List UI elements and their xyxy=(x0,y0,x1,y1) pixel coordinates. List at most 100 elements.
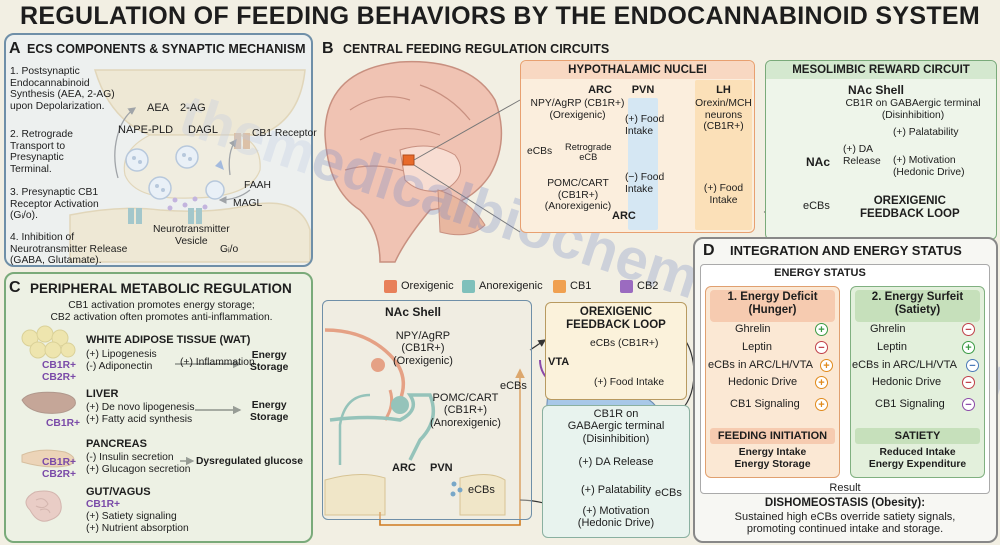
surfeit-sign-ecbs: − xyxy=(966,359,979,372)
wat-effects: (+) Lipogenesis (-) Adiponectin xyxy=(86,349,157,372)
panel-b-title: CENTRAL FEEDING REGULATION CIRCUITS xyxy=(343,42,610,56)
deficit-sign-cb1: + xyxy=(815,398,828,411)
panel-a-step-3: 3. Presynaptic CB1 Receptor Activation (… xyxy=(10,187,99,222)
main-title: REGULATION OF FEEDING BEHAVIORS BY THE E… xyxy=(19,2,981,30)
hyp-minus-food: (−) Food Intake xyxy=(625,172,665,195)
meso-motivation: (+) Motivation (Hedonic Drive) xyxy=(893,155,965,178)
panel-a-title: ECS COMPONENTS & SYNAPTIC MECHANISM xyxy=(27,42,306,56)
detail-pomc: POMC/CART (CB1R+) (Anorexigenic) xyxy=(430,392,501,429)
panel-a-letter: A xyxy=(9,40,21,57)
deficit-outcome-bar xyxy=(710,428,835,444)
deficit-sign-leptin: − xyxy=(815,341,828,354)
gut-effects: (+) Satiety signaling (+) Nutrient absor… xyxy=(86,511,189,534)
lh-column xyxy=(695,80,752,230)
panel-a xyxy=(4,33,313,267)
meso-palatability: (+) Palatability xyxy=(893,127,959,138)
vta-detail-box xyxy=(542,405,690,538)
deficit-header xyxy=(710,290,835,322)
detail-cb1r: CB1R on GABAergic terminal (Disinhibitio… xyxy=(567,408,665,445)
detail-pvn: PVN xyxy=(430,462,453,474)
legend-anorexigenic: Anorexigenic xyxy=(479,280,543,292)
wat-title: WHITE ADIPOSE TISSUE (WAT) xyxy=(86,334,251,346)
legend-swatch-cb2 xyxy=(620,280,633,293)
panel-c-letter: C xyxy=(9,279,21,296)
detail-loop-ecbs: eCBs (CB1R+) xyxy=(590,338,659,349)
label-2ag: 2-AG xyxy=(180,102,206,114)
meso-nac-shell: NAc Shell xyxy=(848,83,905,97)
hypothalamic-title: HYPOTHALAMIC NUCLEI xyxy=(568,64,707,76)
pancreas-outcome: Dysregulated glucose xyxy=(196,456,304,467)
detail-nac-shell: NAc Shell xyxy=(385,305,442,319)
surfeit-row-hedonic: Hedonic Drive xyxy=(872,376,942,388)
hyp-lh-food: (+) Food Intake xyxy=(703,183,744,206)
pancreas-title: PANCREAS xyxy=(86,438,147,450)
result-label: Result xyxy=(829,482,861,494)
legend-swatch-orexigenic xyxy=(384,280,397,293)
nac-shell-detail-box xyxy=(322,300,532,520)
hyp-col-pvn: PVN xyxy=(631,84,655,96)
brain-illustration xyxy=(324,60,521,263)
wat-outcome: Energy Storage xyxy=(250,350,289,373)
detail-motivation: (+) Motivation (Hedonic Drive) xyxy=(577,505,655,530)
meso-nac: NAc xyxy=(806,155,831,169)
hyp-col-arc: ARC xyxy=(588,84,612,96)
meso-da-release: (+) DA Release xyxy=(843,144,881,167)
hyp-npy-label: NPY/AgRP (CB1R+) (Orexigenic) xyxy=(530,98,625,121)
panel-a-step-4: 4. Inhibition of Neurotransmitter Releas… xyxy=(10,232,128,267)
deficit-row-leptin: Leptin xyxy=(742,341,772,353)
wat-inflammation: (+) Inflammation xyxy=(180,357,255,368)
detail-npy: NPY/AgRP (CB1R+) (Orexigenic) xyxy=(393,330,453,367)
hyp-ecbs: eCBs xyxy=(527,146,553,157)
deficit-title: 1. Energy Deficit (Hunger) xyxy=(727,291,818,316)
deficit-row-hedonic: Hedonic Drive xyxy=(728,376,798,388)
hyp-retrograde: Retrograde eCB xyxy=(565,142,612,163)
panel-a-step-1: 1. Postsynaptic Endocannabinoid Synthesi… xyxy=(10,66,115,112)
surfeit-outcome-title: SATIETY xyxy=(894,430,941,442)
deficit-sign-ghrelin: + xyxy=(815,323,828,336)
hyp-arc-label: ARC xyxy=(612,210,636,222)
legend-swatch-cb1 xyxy=(553,280,566,293)
ecbs-loop-label: eCBs xyxy=(803,200,830,212)
surfeit-outcome: Reduced Intake Energy Expenditure xyxy=(868,447,967,470)
panel-c-intro: CB1 activation promotes energy storage; … xyxy=(50,300,273,323)
surfeit-sign-leptin: + xyxy=(962,341,975,354)
legend-swatch-anorexigenic xyxy=(462,280,475,293)
surfeit-header xyxy=(855,290,980,322)
surfeit-row-ghrelin: Ghrelin xyxy=(870,323,906,335)
label-cb1-receptor: CB1 Receptor xyxy=(252,128,317,139)
liver-receptors: CB1R+ xyxy=(46,418,81,429)
wat-receptors: CB1R+ CB2R+ xyxy=(42,360,77,383)
label-faah: FAAH xyxy=(244,180,271,191)
mesolimbic-header xyxy=(766,61,996,79)
surfeit-sign-hedonic: − xyxy=(962,376,975,389)
detail-ecbs-right: eCBs xyxy=(655,487,682,499)
panel-d-title: INTEGRATION AND ENERGY STATUS xyxy=(730,243,962,258)
detail-arc: ARC xyxy=(392,462,416,474)
deficit-outcome-title: FEEDING INITIATION xyxy=(717,430,828,442)
gut-title: GUT/VAGUS xyxy=(86,486,151,498)
deficit-sign-ecbs: + xyxy=(820,359,833,372)
detail-loop-food: (+) Food Intake xyxy=(594,377,665,388)
surfeit-title: 2. Energy Surfeit (Satiety) xyxy=(871,291,964,316)
panel-c xyxy=(4,272,313,543)
deficit-row-ghrelin: Ghrelin xyxy=(735,323,771,335)
panel-c-title: PERIPHERAL METABOLIC REGULATION xyxy=(30,281,292,296)
hyp-pomc-label: POMC/CART (CB1R+) (Anorexigenic) xyxy=(544,178,612,213)
panel-a-step-2: 2. Retrograde Transport to Presynaptic T… xyxy=(10,129,73,175)
meso-cb1r: CB1R on GABAergic terminal (Disinhibitio… xyxy=(845,98,981,121)
label-nape-pld: NAPE-PLD xyxy=(118,124,174,136)
liver-title: LIVER xyxy=(86,388,119,400)
detail-palatability: (+) Palatability xyxy=(580,484,651,496)
label-dagl: DAGL xyxy=(188,124,218,136)
result-title: DISHOMEOSTASIS (Obesity): xyxy=(764,497,926,509)
gut-receptor: CB1R+ xyxy=(86,499,121,510)
orexigenic-loop-box xyxy=(545,302,687,400)
detail-da: (+) DA Release xyxy=(578,456,654,468)
deficit-row-cb1: CB1 Signaling xyxy=(730,398,800,410)
label-gio: Gᵢ/o xyxy=(220,244,239,255)
surfeit-row-cb1: CB1 Signaling xyxy=(875,398,945,410)
pancreas-receptors: CB1R+ CB2R+ xyxy=(42,457,77,480)
surfeit-row-ecbs: eCBs in ARC/LH/VTA xyxy=(852,359,957,371)
legend-orexigenic: Orexigenic xyxy=(401,280,454,292)
detail-loop-title: OREXIGENIC FEEDBACK LOOP xyxy=(566,306,666,331)
